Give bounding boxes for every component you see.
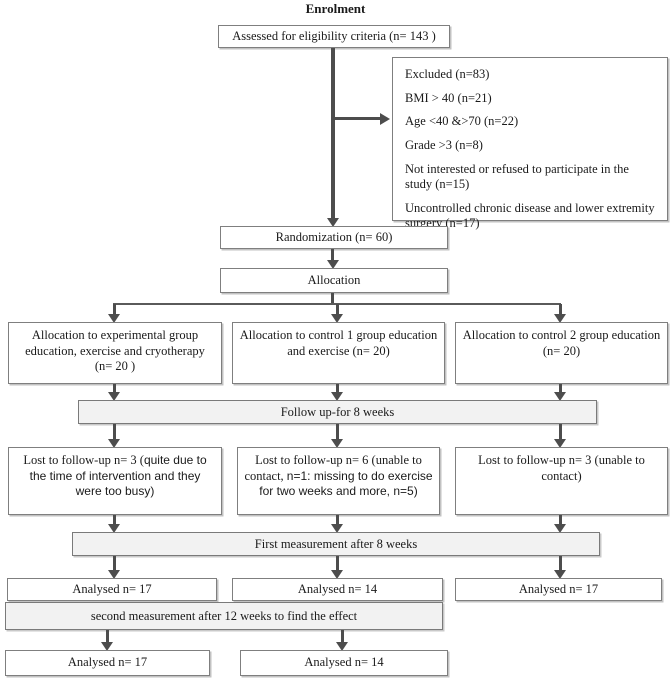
analysed-box-experimental: Analysed n= 17 xyxy=(7,578,217,601)
excluded-box: Excluded (n=83) BMI > 40 (n=21) Age <40 … xyxy=(392,57,668,230)
connector xyxy=(113,384,116,393)
allocation-box: Allocation xyxy=(220,268,448,293)
arrow-down-icon xyxy=(331,524,343,533)
final-analysed-box-experimental: Analysed n= 17 xyxy=(5,650,210,676)
connector xyxy=(113,424,116,440)
arrow-down-icon xyxy=(331,439,343,448)
lost-box-experimental: Lost to follow-up n= 3 (quite due to the… xyxy=(8,447,222,515)
arrow-down-icon xyxy=(554,570,566,579)
connector xyxy=(113,556,116,571)
arrow-down-icon xyxy=(108,524,120,533)
connector-trunk xyxy=(331,48,335,219)
diagram-title: Enrolment xyxy=(305,1,366,16)
arrow-down-icon xyxy=(554,439,566,448)
connector xyxy=(331,293,334,305)
connector xyxy=(113,304,116,315)
connector xyxy=(559,515,562,525)
arrow-down-icon xyxy=(554,524,566,533)
connector xyxy=(336,304,339,315)
arrow-down-icon xyxy=(108,314,120,323)
lost-text-serif: Lost to follow-up n= 3 (unable to contac… xyxy=(478,453,645,483)
connector xyxy=(336,384,339,393)
lost-box-control1: Lost to follow-up n= 6 (unable to contac… xyxy=(237,447,440,515)
connector xyxy=(331,249,334,261)
lost-text-sans: n=1: missing to do exercise for two week… xyxy=(259,468,433,499)
arrow-right-icon xyxy=(380,112,390,125)
connector-excluded-branch xyxy=(334,117,381,120)
connector xyxy=(559,556,562,571)
arrow-down-icon xyxy=(554,314,566,323)
connector xyxy=(336,556,339,571)
arrow-down-icon xyxy=(327,260,339,269)
arrow-down-icon xyxy=(336,642,348,651)
arrow-down-icon xyxy=(108,392,120,401)
excluded-item: Excluded (n=83) xyxy=(405,67,490,81)
assessed-box: Assessed for eligibility criteria (n= 14… xyxy=(218,25,450,48)
excluded-item: BMI > 40 (n=21) xyxy=(405,90,492,105)
arrow-down-icon xyxy=(331,570,343,579)
first-measurement-band: First measurement after 8 weeks xyxy=(72,532,600,556)
excluded-item: Age <40 &>70 (n=22) xyxy=(405,114,519,129)
connector xyxy=(559,384,562,393)
excluded-item: Not interested or refused to participate… xyxy=(405,161,629,192)
follow-up-band: Follow up-for 8 weeks xyxy=(78,400,597,424)
lost-text-serif: Lost to follow-up n= 3 ( xyxy=(23,453,144,467)
randomization-box: Randomization (n= 60) xyxy=(220,226,448,249)
final-analysed-box-control1: Analysed n= 14 xyxy=(240,650,448,676)
second-measurement-band: second measurement after 12 weeks to fin… xyxy=(5,602,443,630)
arrow-down-icon xyxy=(554,392,566,401)
group-box-experimental: Allocation to experimental group educati… xyxy=(8,322,222,384)
analysed-box-control1: Analysed n= 14 xyxy=(232,578,443,601)
arrow-down-icon xyxy=(108,439,120,448)
connector xyxy=(113,515,116,525)
arrow-down-icon xyxy=(327,218,339,227)
lost-text-sans: quite due to the time of intervention an… xyxy=(29,453,207,499)
connector xyxy=(341,630,344,643)
lost-text-serif: Lost to follow-up n= 6 (unable to contac… xyxy=(244,453,422,483)
group-box-control1: Allocation to control 1 group education … xyxy=(232,322,445,384)
arrow-down-icon xyxy=(331,314,343,323)
arrow-down-icon xyxy=(108,570,120,579)
excluded-item: Grade >3 (n=8) xyxy=(405,137,483,152)
connector xyxy=(559,304,562,315)
connector xyxy=(106,630,109,643)
connector xyxy=(336,424,339,440)
arrow-down-icon xyxy=(101,642,113,651)
arrow-down-icon xyxy=(331,392,343,401)
group-box-control2: Allocation to control 2 group education … xyxy=(455,322,668,384)
analysed-box-control2: Analysed n= 17 xyxy=(455,578,662,601)
lost-box-control2: Lost to follow-up n= 3 (unable to contac… xyxy=(455,447,668,515)
connector xyxy=(559,424,562,440)
connector xyxy=(336,515,339,525)
